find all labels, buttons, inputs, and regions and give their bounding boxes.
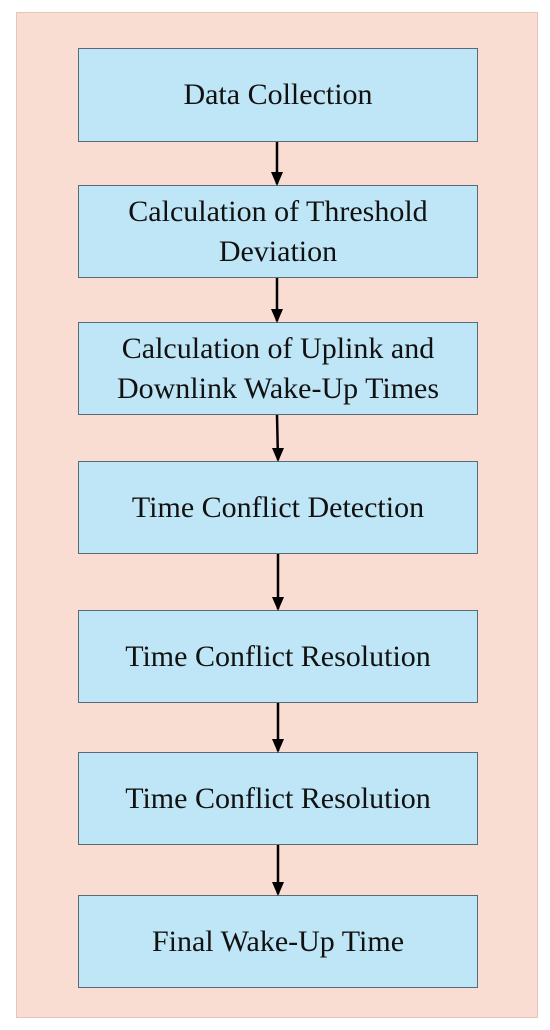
step-label-line1: Time Conflict Resolution <box>125 781 431 815</box>
step-label-line2: Downlink Wake-Up Times <box>116 371 440 405</box>
step-label-line1: Data Collection <box>183 78 373 111</box>
step-conflict-resolution: Time Conflict Resolution <box>78 610 478 703</box>
step-threshold-deviation: Calculation of Threshold Deviation <box>78 185 478 278</box>
step-conflict-detection: Time Conflict Detection <box>78 461 478 554</box>
step-data-collection: Data Collection <box>78 48 478 142</box>
step-label-line2: Deviation <box>218 234 338 268</box>
step-conflict-resolution-2: Time Conflict Resolution <box>78 752 478 845</box>
step-label-line1: Final Wake-Up Time <box>151 924 405 958</box>
step-label-line1: Calculation of Threshold <box>128 194 428 228</box>
step-label-line1: Time Conflict Detection <box>131 490 425 524</box>
step-wake-up-times: Calculation of Uplink and Downlink Wake-… <box>78 322 478 415</box>
step-final-wake-up-time: Final Wake-Up Time <box>78 895 478 988</box>
step-label-line1: Time Conflict Resolution <box>125 639 431 673</box>
step-label-line1: Calculation of Uplink and <box>121 331 435 365</box>
